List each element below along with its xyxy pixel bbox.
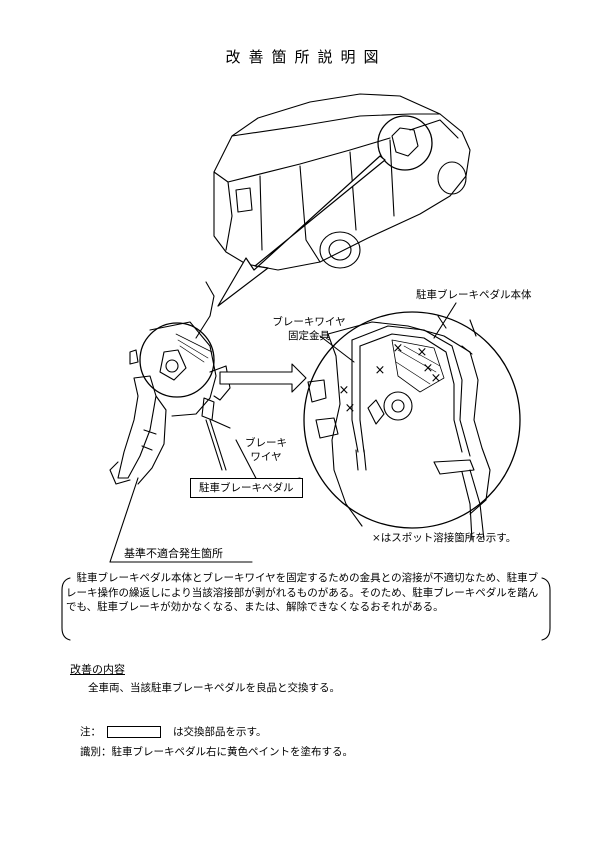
replacement-part-legend-box	[107, 726, 161, 738]
detail-view-drawing	[303, 311, 521, 541]
leader-defect-location	[109, 477, 139, 563]
weld-mark: ×	[393, 341, 404, 356]
label-wire-bracket: ブレーキワイヤ 固定金具	[264, 315, 354, 343]
improvement-text: 全車両、当該駐車ブレーキペダルを良品と交換する。	[88, 682, 340, 694]
leader-brake-wire	[211, 419, 231, 429]
weld-mark: ×	[339, 383, 350, 398]
leader-bracket	[319, 335, 355, 363]
weld-mark: ×	[423, 361, 434, 376]
weld-mark: ×	[375, 363, 386, 378]
label-wire-bracket-line2: 固定金具	[288, 330, 330, 342]
spot-weld-note: ×はスポット溶接箇所を示す。	[372, 532, 517, 544]
note-prefix: 注：	[80, 726, 101, 738]
legend-note: 注： は交換部品を示す。	[80, 724, 266, 739]
weld-marks: × × × × × × ×	[339, 341, 442, 416]
defect-heading: 基準不適合発生箇所	[124, 547, 223, 560]
weld-mark: ×	[431, 371, 442, 386]
defect-description: 駐車ブレーキペダル本体とブレーキワイヤを固定するための金具との溶接が不適切なため…	[66, 572, 539, 613]
detail-circle-vehicle	[377, 115, 433, 171]
improvement-heading: 改善の内容	[70, 663, 125, 676]
identification-note: 識別：駐車ブレーキペダル右に黄色ペイントを塗布する。	[80, 746, 353, 758]
pedal-assembly-drawing	[109, 281, 231, 485]
label-brake-wire-line2: ワイヤ	[250, 451, 282, 463]
desc-bracket-right	[541, 577, 551, 641]
note-suffix: は交換部品を示す。	[173, 726, 267, 738]
label-wire-bracket-line1: ブレーキワイヤ	[272, 316, 346, 328]
label-brake-wire: ブレーキ ワイヤ	[236, 436, 296, 464]
leader-pedal-body	[433, 302, 457, 339]
label-brake-wire-line1: ブレーキ	[245, 437, 287, 449]
vehicle-drawing	[213, 93, 471, 271]
desc-bracket-left	[61, 577, 71, 641]
weld-mark: ×	[345, 401, 356, 416]
weld-mark: ×	[417, 345, 428, 360]
zoom-arrow	[217, 155, 386, 307]
page-title: 改善箇所説明図	[225, 48, 387, 66]
label-parking-pedal: 駐車ブレーキペダル	[190, 478, 303, 498]
label-pedal-body: 駐車ブレーキペダル本体	[416, 289, 532, 301]
detail-arrow	[219, 363, 307, 393]
